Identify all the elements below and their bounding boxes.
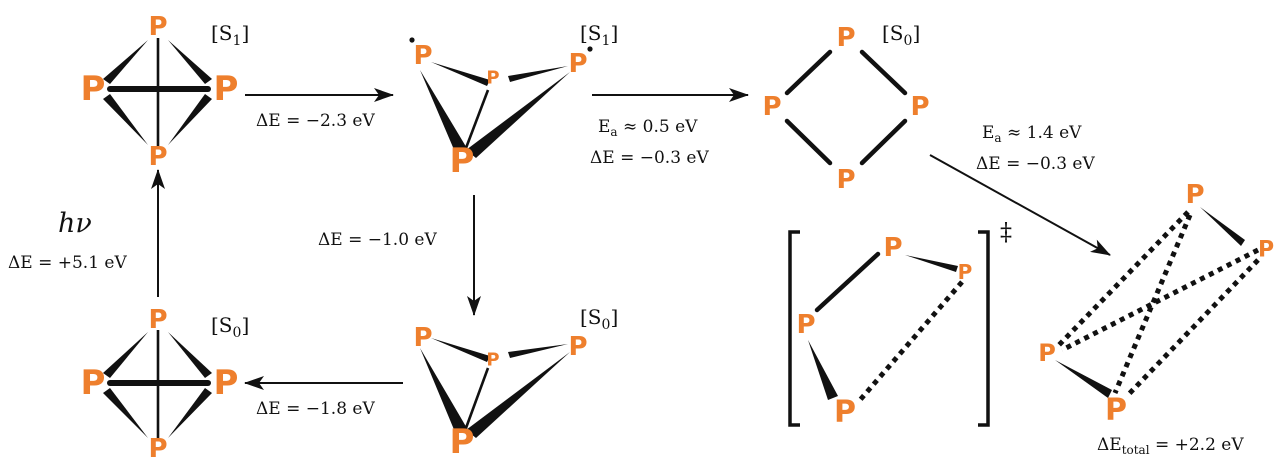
energy-label: ΔE = −1.0 eV — [318, 230, 437, 250]
bond-wedge — [168, 40, 212, 84]
phosphorus-atom: P — [148, 434, 167, 461]
bond-wedge — [168, 388, 212, 438]
phosphorus-atom: P — [883, 233, 902, 263]
phosphorus-atom: P — [486, 68, 499, 89]
phosphorus-atom: P — [450, 141, 475, 181]
bond-wedge — [103, 332, 148, 378]
phosphorus-atom: P — [148, 142, 167, 172]
bond-wedge — [1055, 360, 1112, 398]
phosphorus-atom: P — [568, 49, 587, 79]
bond-wedge — [420, 70, 468, 152]
bond-wedge — [508, 66, 568, 82]
partial-bond — [1056, 210, 1190, 348]
radical-dot — [587, 46, 593, 52]
state-label-s1: [S1] — [580, 21, 618, 49]
phosphorus-atom: P — [568, 332, 587, 362]
bracket-left — [788, 230, 800, 427]
phosphorus-atom: P — [81, 363, 106, 403]
energy-label: ΔE = −2.3 eV — [256, 111, 375, 131]
tetrahedron-s1: P P P P [S1] — [81, 12, 250, 172]
tetrahedron-s0: P P P P [S0] — [81, 305, 250, 461]
photon-symbol: hν — [58, 208, 92, 239]
phosphorus-atom: P — [486, 350, 499, 371]
radical-dot — [409, 37, 415, 43]
activation-energy-label: Ea ≈ 1.4 eV — [982, 123, 1082, 145]
phosphorus-atom: P — [148, 12, 167, 42]
phosphorus-atom: P — [450, 422, 475, 461]
phosphorus-atom: P — [1105, 393, 1127, 428]
bond — [464, 89, 490, 149]
bond-wedge — [466, 352, 570, 438]
bond — [814, 251, 881, 313]
phosphorus-atom: P — [1258, 238, 1274, 263]
state-label-s0: [S0] — [211, 313, 249, 341]
bond-wedge — [905, 255, 958, 272]
bond-wedge — [431, 338, 490, 362]
phosphorus-atom: P — [1038, 339, 1056, 367]
energy-label: ΔE = −0.3 eV — [976, 154, 1095, 174]
phosphorus-atom: P — [834, 395, 856, 430]
phosphorus-atom: P — [762, 92, 781, 122]
phosphorus-atom: P — [910, 92, 929, 122]
state-label-s0: [S0] — [882, 21, 920, 49]
energy-label: ΔE = −0.3 eV — [590, 148, 709, 168]
energy-label: ΔE = +5.1 eV — [8, 253, 127, 273]
phosphorus-atom: P — [413, 323, 432, 353]
reaction-arrow — [929, 154, 1111, 256]
bond-wedge — [1200, 207, 1245, 246]
phosphorus-atom: P — [836, 165, 855, 195]
bond-wedge — [168, 332, 212, 378]
bond-wedge — [431, 62, 490, 86]
chain-product: P P P P — [1038, 180, 1274, 428]
bond — [859, 118, 908, 166]
phosphorus-atom: P — [214, 69, 239, 109]
bond — [784, 118, 833, 166]
bond-wedge — [103, 40, 148, 84]
phosphorus-atom: P — [836, 23, 855, 53]
total-energy-label: ΔEtotal = +2.2 eV — [1097, 435, 1244, 457]
phosphorus-atom: P — [148, 305, 167, 335]
bond-wedge — [466, 72, 570, 158]
bond-wedge — [103, 388, 148, 438]
energy-label: ΔE = −1.8 eV — [256, 399, 375, 419]
square-ring-s0: P P P P [S0] — [762, 21, 929, 195]
phosphorus-atom: P — [81, 69, 106, 109]
phosphorus-atom: P — [958, 260, 973, 284]
phosphorus-atom: P — [214, 363, 239, 403]
bond — [859, 49, 908, 96]
partial-bond — [858, 280, 964, 402]
bond-wedge — [808, 340, 838, 400]
phosphorus-atom: P — [413, 41, 432, 71]
transition-state: ‡ P P P P — [788, 218, 1012, 430]
phosphorus-atom: P — [1185, 180, 1204, 210]
bond — [464, 367, 490, 429]
partial-bond — [1060, 247, 1260, 353]
bond-wedge — [103, 94, 148, 145]
activation-energy-label: Ea ≈ 0.5 eV — [598, 117, 698, 139]
partial-bond — [1126, 258, 1260, 397]
phosphorus-atom: P — [796, 310, 815, 340]
bond — [784, 49, 833, 96]
double-dagger: ‡ — [1000, 218, 1012, 246]
partial-bond — [1112, 214, 1193, 394]
bond-wedge — [508, 344, 568, 358]
bond-wedge — [420, 348, 468, 432]
bracket-right — [978, 230, 990, 427]
butterfly-s1: P P P P [S1] — [409, 21, 618, 181]
state-label-s0: [S0] — [580, 305, 618, 333]
state-label-s1: [S1] — [211, 21, 249, 49]
bond-wedge — [168, 94, 212, 145]
butterfly-s0: P P P P [S0] — [413, 305, 618, 461]
